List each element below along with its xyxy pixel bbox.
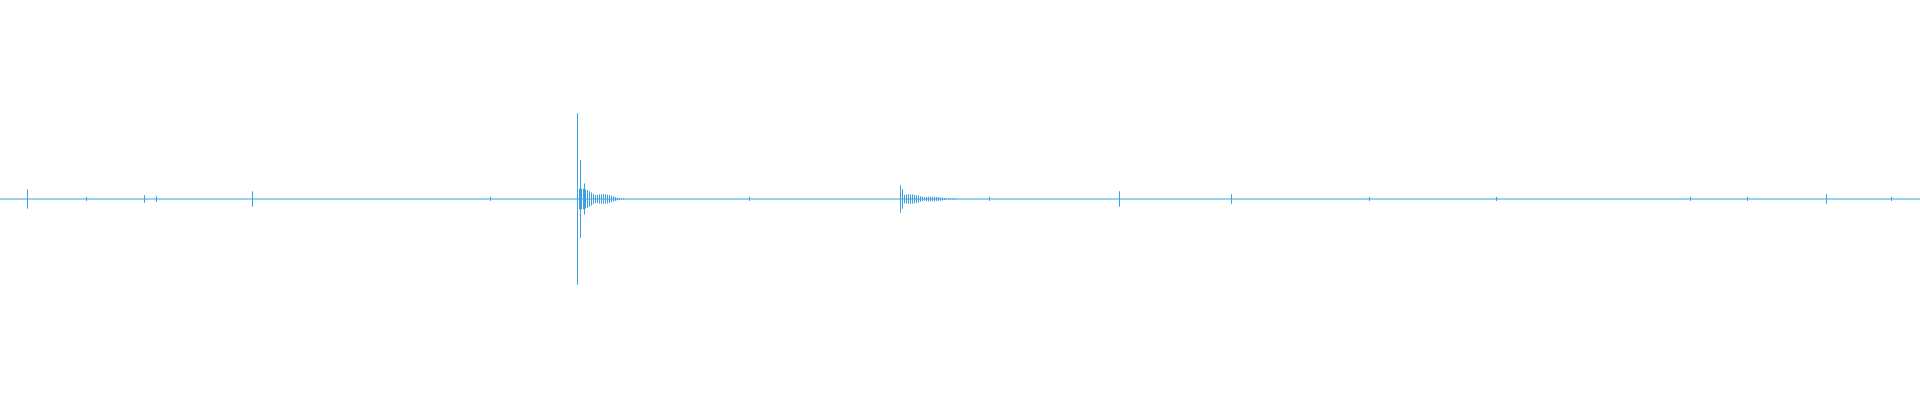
- waveform-peaks: [27, 113, 1892, 285]
